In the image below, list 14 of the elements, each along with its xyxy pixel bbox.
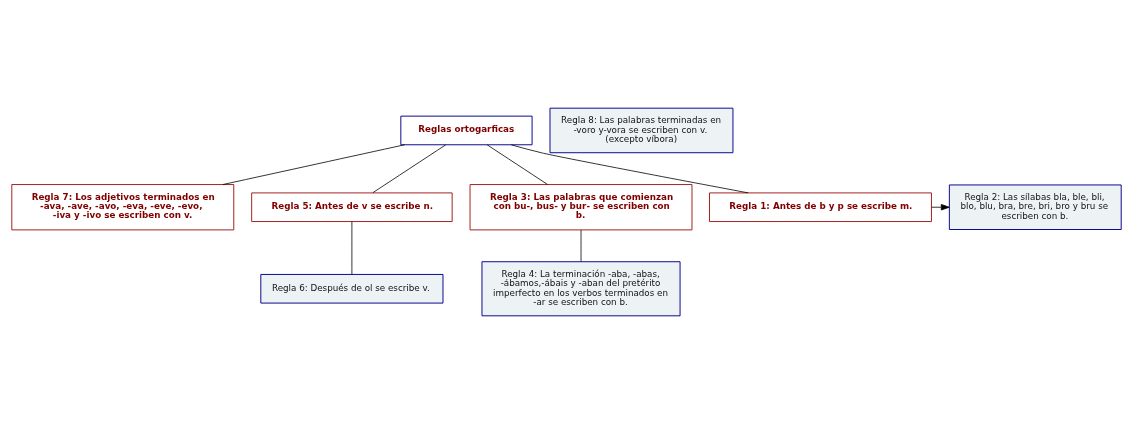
connector: [510, 143, 749, 193]
node-box: Reglas ortogarficas: [400, 115, 533, 145]
node-box: Regla 1: Antes de b y p se escribe m.: [709, 191, 932, 222]
node-box: Regla 7: Los adjetivos terminados en -ava, -ave, -avo, -eva, -eve, -evo, -iva y -ivo se escriben con v.: [11, 183, 235, 230]
node-box: Regla 4: La terminación -aba, -abas, -ábamos,-ábais y -aban del pretérito imperfecto en los verbos terminados en -ar se escriben con b.: [481, 260, 681, 316]
connector: [222, 143, 405, 185]
connector: [372, 143, 447, 193]
arrow: [931, 203, 950, 210]
node-box: Regla 2: Las sílabas bla, ble, bli, blo, blu, bra, bre, bri, bro y bru se escriben con b.: [948, 183, 1122, 230]
connector: [486, 143, 548, 185]
node-box: Regla 6: Después de ol se escribe v.: [260, 273, 444, 304]
node-box: Regla 3: Las palabras que comienzan con bu-, bus- y bur- se escriben con b.: [469, 183, 693, 230]
node-box: Regla 5: Antes de v se escribe n.: [251, 191, 453, 222]
node-box: Regla 8: Las palabras terminadas en -voro y-vora se escriben con v. (excepto víbora): [549, 107, 734, 153]
